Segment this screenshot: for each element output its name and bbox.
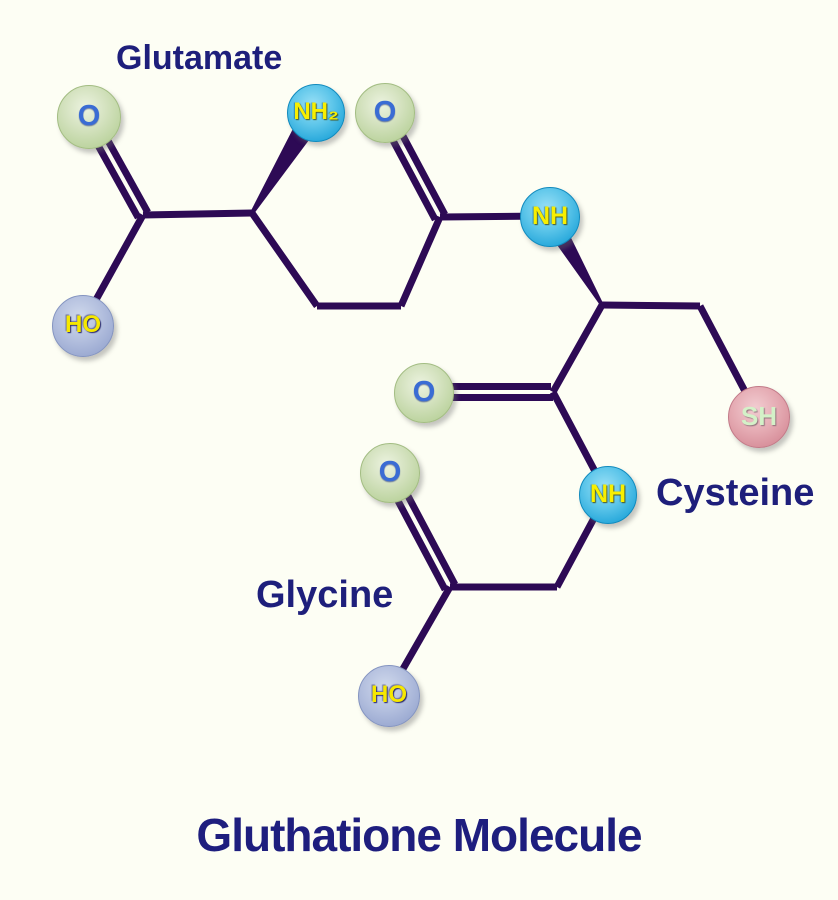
atom-label: O <box>373 95 397 128</box>
atom-nh-peptide-1: NH <box>520 187 580 247</box>
bond-c4-c5 <box>397 215 444 308</box>
diagram-title: Gluthatione Molecule <box>196 809 642 861</box>
atom-label: SH <box>740 401 778 431</box>
label-glycine: Glycine <box>256 574 394 616</box>
bond-c1-c2 <box>142 209 253 219</box>
label-cysteine: Cysteine <box>656 472 815 514</box>
atom-label: HO <box>65 311 101 338</box>
atom-ho-glycine: HO <box>358 665 420 727</box>
atom-ho-glutamate: HO <box>52 295 114 357</box>
atom-oxygen-glycine-carbonyl: O <box>360 443 420 503</box>
atom-label: NH₂ <box>293 98 339 125</box>
atom-label: HO <box>371 681 407 708</box>
atom-label: NH <box>589 479 627 508</box>
atom-label: O <box>378 455 402 488</box>
atom-amine-nh2: NH₂ <box>287 84 345 142</box>
atom-label: O <box>412 375 436 408</box>
atom-oxygen-glutamate-amide: O <box>355 83 415 143</box>
atom-oxygen-glutamate-carboxyl: O <box>57 85 121 149</box>
bond-c2-c3 <box>249 210 320 309</box>
atom-label: O <box>77 99 101 132</box>
bond-c6-c8 <box>549 303 606 394</box>
atom-sh-thiol: SH <box>728 386 790 448</box>
atom-nh-peptide-2: NH <box>579 466 637 524</box>
label-glutamate: Glutamate <box>116 39 283 77</box>
bond-c6-c7 <box>601 301 701 310</box>
atom-oxygen-cysteine-carbonyl: O <box>394 363 454 423</box>
atom-label: NH <box>531 201 569 230</box>
